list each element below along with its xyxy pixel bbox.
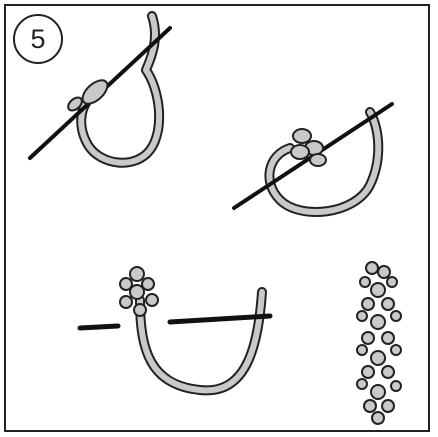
stitch-step-1-illustration	[30, 16, 170, 163]
thread-knot-2	[293, 129, 311, 143]
stitch-step-2-illustration	[234, 104, 392, 212]
needle-3	[80, 326, 118, 328]
stitch-step-3-illustration	[80, 267, 270, 390]
finished-chain-illustration	[357, 262, 401, 424]
thread-knots-3	[120, 267, 158, 316]
